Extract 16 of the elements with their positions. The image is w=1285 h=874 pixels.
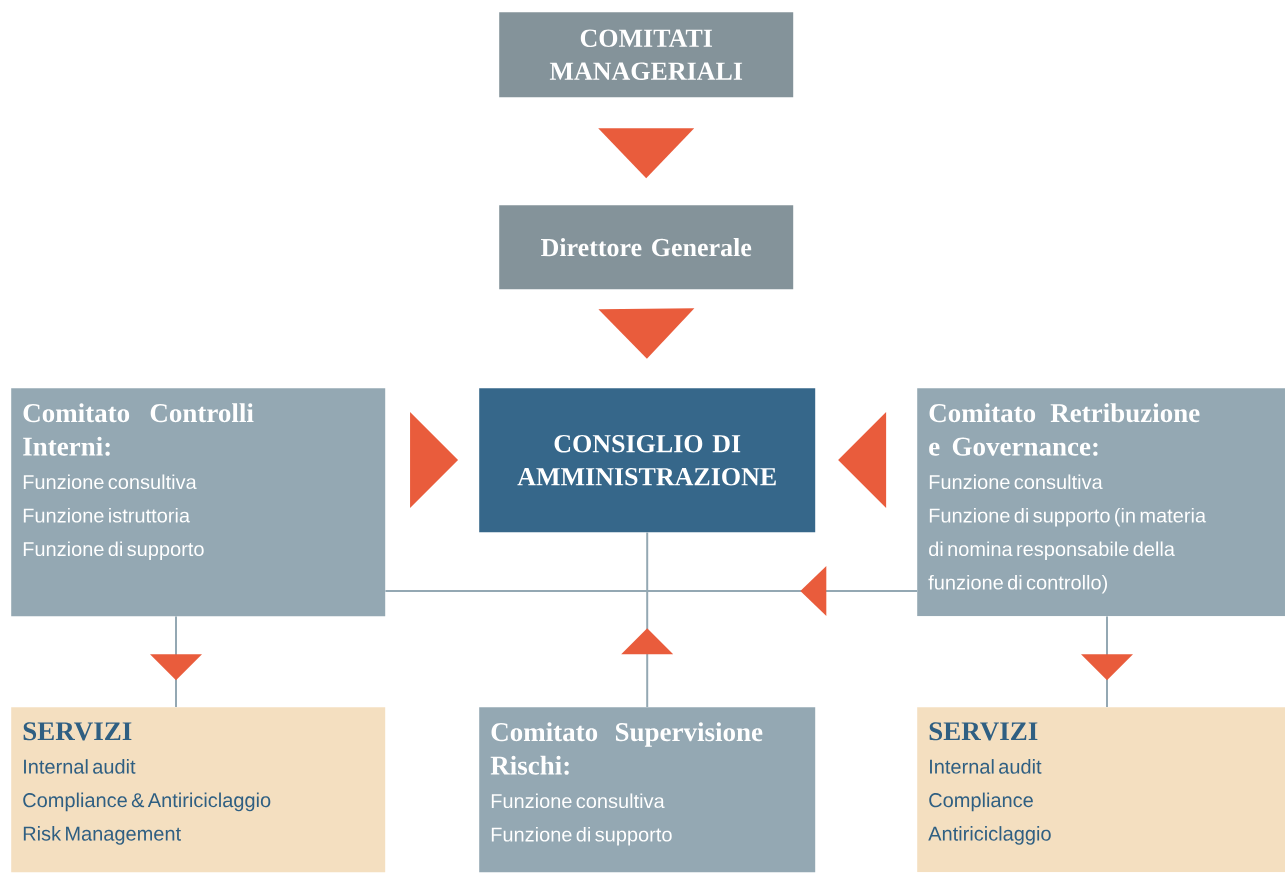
arrow [384, 566, 918, 616]
committee-box: Comitato Supervisione Rischi: Funzione consultiva Funzione di supporto [479, 707, 816, 873]
services-box: SERVIZI Internal audit Compliance Antiriciclaggio [917, 707, 1285, 873]
arrow [150, 615, 202, 708]
committee-box: Comitato Controlli Interni: Funzione consultiva Funzione istruttoria Funzione di supporto [11, 388, 386, 617]
arrow [1081, 615, 1133, 708]
arrow [598, 128, 695, 179]
arrow [598, 308, 695, 359]
director-box: Direttore Generale [499, 205, 794, 290]
committee-box: Comitato Retribuzione e Governance: Funzione consultiva Funzione di supporto (in materia di nomina responsabile della funzione di controllo) [917, 388, 1285, 617]
board-box: CONSIGLIO DI AMMINISTRAZIONE [479, 388, 816, 533]
services-box: SERVIZI Internal audit Compliance & Antiriciclaggio Risk Management [11, 707, 386, 873]
arrow [838, 412, 887, 508]
arrow [410, 412, 459, 508]
arrow [621, 531, 674, 708]
committee-box: COMITATI MANAGERIALI [499, 12, 794, 98]
